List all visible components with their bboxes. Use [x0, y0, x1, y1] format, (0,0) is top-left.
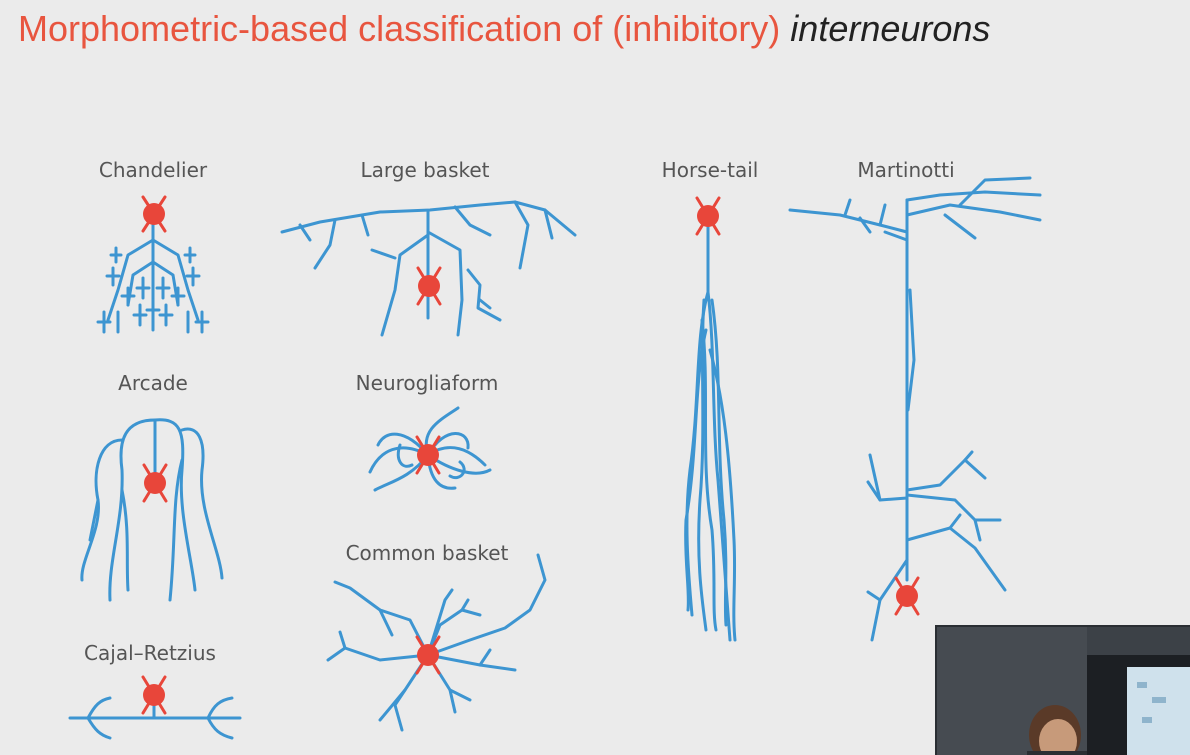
label-arcade: Arcade [118, 371, 188, 395]
large-basket-neuron [280, 200, 577, 337]
label-horse-tail: Horse-tail [662, 158, 759, 182]
cajal-retzius-neuron [68, 675, 242, 740]
label-chandelier: Chandelier [99, 158, 208, 182]
arcade-neuron [80, 418, 224, 602]
horse-tail-neuron [684, 196, 737, 642]
neurogliaform-neuron [368, 406, 492, 492]
label-cajal-retzius: Cajal–Retzius [84, 641, 216, 665]
chandelier-neuron [96, 195, 210, 334]
title-emphasis: interneurons [790, 8, 991, 49]
slide-title: Morphometric-based classification of (in… [18, 8, 990, 50]
label-martinotti: Martinotti [857, 158, 954, 182]
label-common-basket: Common basket [346, 541, 509, 565]
title-main: Morphometric-based classification of (in… [18, 8, 791, 49]
presenter-video-frame [937, 627, 1190, 755]
label-neurogliaform: Neurogliaform [356, 371, 499, 395]
common-basket-neuron [326, 553, 547, 732]
label-large-basket: Large basket [360, 158, 489, 182]
presenter-video-thumbnail [935, 625, 1190, 755]
martinotti-neuron [788, 176, 1042, 642]
